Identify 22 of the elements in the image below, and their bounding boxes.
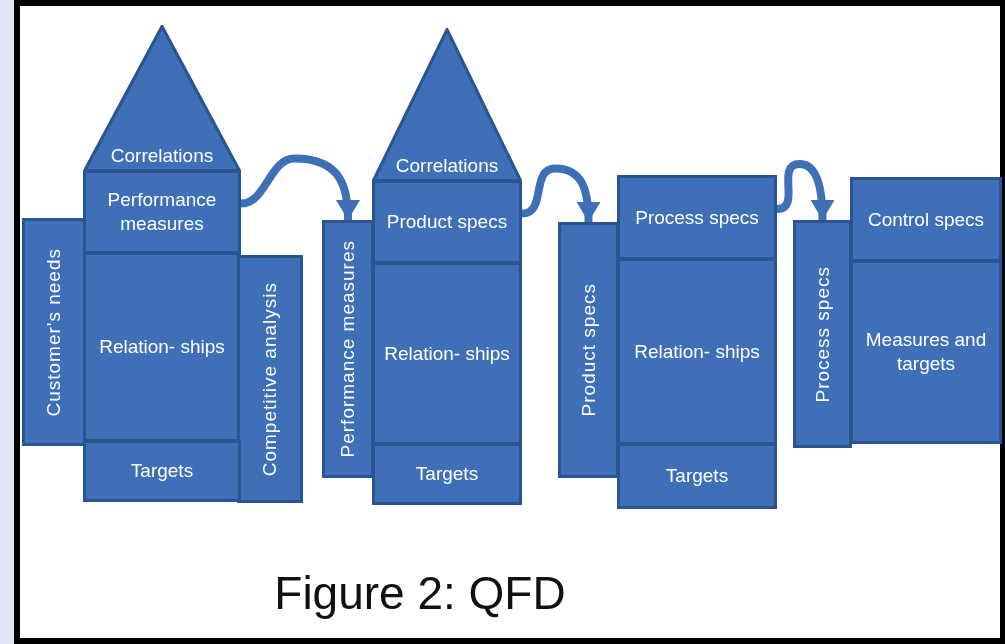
- matrix-section: Measures and targets: [850, 260, 1002, 444]
- matrix-section: Targets: [372, 443, 522, 505]
- curved-arrow: [240, 154, 360, 221]
- side-section: Customer's needs: [22, 218, 86, 446]
- side-section: Performance measures: [322, 220, 374, 478]
- side-section: Competitive analysis: [237, 255, 303, 503]
- curved-arrow: [521, 164, 601, 223]
- matrix-section: Control specs: [850, 177, 1002, 262]
- curved-arrow: [776, 160, 835, 221]
- roof-section: Correlations: [83, 25, 241, 172]
- matrix-section: Targets: [83, 440, 241, 502]
- matrix-section: Process specs: [617, 175, 777, 260]
- side-section: Product specs: [558, 222, 619, 478]
- matrix-section: Relation- ships: [617, 258, 777, 445]
- matrix-section: Targets: [617, 443, 777, 509]
- matrix-section: Product specs: [372, 180, 522, 264]
- matrix-section: Relation- ships: [372, 262, 522, 445]
- roof-section: Correlations: [372, 28, 522, 182]
- side-section: Process specs: [793, 220, 852, 448]
- matrix-section: Relation- ships: [83, 252, 241, 442]
- caption: Figure 2: QFD: [273, 566, 567, 620]
- matrix-section: Performance measures: [83, 170, 241, 254]
